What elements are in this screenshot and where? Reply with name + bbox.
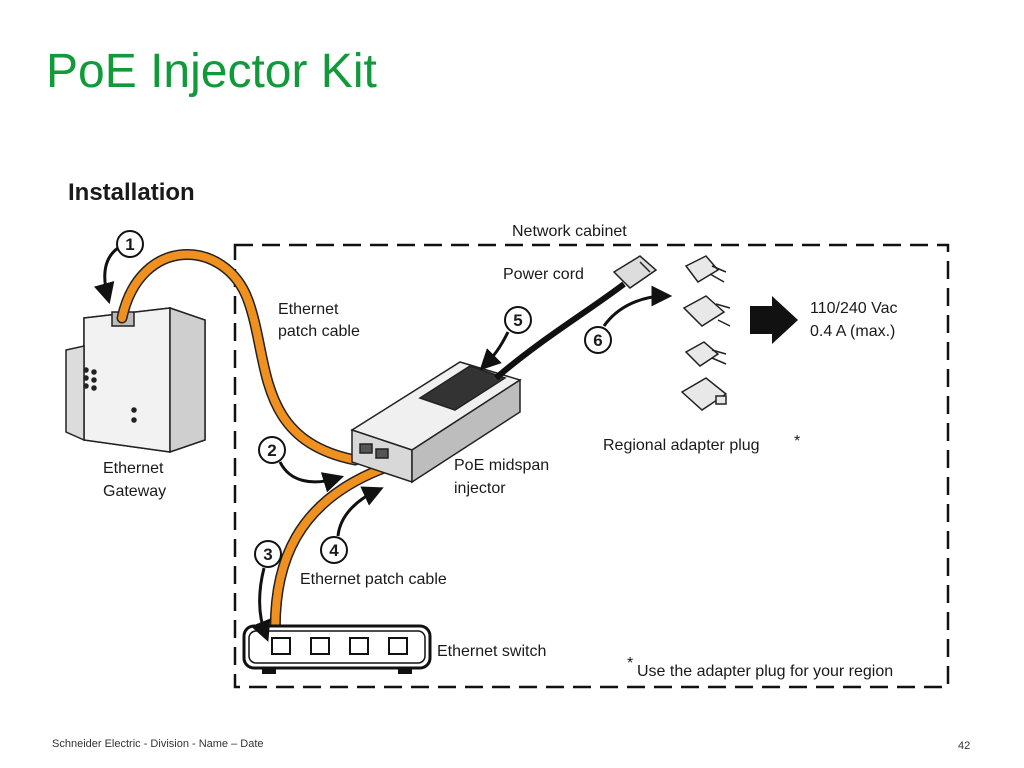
cable-top-label-line1: Ethernet xyxy=(278,301,339,318)
step-3-callout: 3 xyxy=(250,540,282,642)
network-cabinet-label: Network cabinet xyxy=(512,223,627,240)
regional-adapter-label: Regional adapter plug xyxy=(603,437,760,454)
step-6-callout: 6 xyxy=(584,285,673,354)
injector-label-line2: injector xyxy=(454,480,506,497)
footer-text: Schneider Electric - Division - Name – D… xyxy=(52,738,264,750)
cable-bottom-label: Ethernet patch cable xyxy=(300,571,447,588)
step-2-number: 2 xyxy=(267,441,276,460)
page-number: 42 xyxy=(958,740,971,752)
poe-injector-device xyxy=(350,361,522,484)
adapter-plug-uk xyxy=(680,377,728,411)
step-1-callout: 1 xyxy=(94,230,144,305)
adapter-plug-us xyxy=(684,341,727,367)
power-output-arrow xyxy=(750,296,798,344)
step-3-number: 3 xyxy=(263,545,272,564)
power-spec-line1: 110/240 Vac xyxy=(810,300,897,317)
power-cord-connector xyxy=(612,255,658,289)
network-cabinet-border xyxy=(233,243,950,689)
ethernet-gateway-device xyxy=(65,306,206,454)
footnote-asterisk: * xyxy=(627,655,633,672)
cable-top-label-line2: patch cable xyxy=(278,323,360,340)
step-1-number: 1 xyxy=(125,235,134,254)
step-5-number: 5 xyxy=(513,311,522,330)
power-cord-label: Power cord xyxy=(503,266,584,283)
step-2-callout: 2 xyxy=(258,436,345,493)
step-5-callout: 5 xyxy=(479,306,532,371)
ethernet-patch-cable-top-fill xyxy=(118,250,359,464)
step-4-number: 4 xyxy=(329,541,339,560)
regional-asterisk: * xyxy=(794,433,800,450)
ethernet-patch-cable-bottom-fill xyxy=(271,464,388,652)
ethernet-switch-device xyxy=(242,624,432,674)
step-4-callout: 4 xyxy=(320,486,384,564)
switch-label: Ethernet switch xyxy=(437,643,546,660)
slide-title: PoE Injector Kit xyxy=(46,45,377,98)
gateway-label-line2: Gateway xyxy=(103,483,166,500)
footnote-text: Use the adapter plug for your region xyxy=(637,663,893,680)
adapter-plug-eu xyxy=(684,255,727,283)
gateway-label-line1: Ethernet xyxy=(103,460,164,477)
diagram-heading: Installation xyxy=(68,179,195,206)
injector-label-line1: PoE midspan xyxy=(454,457,549,474)
power-cord xyxy=(494,281,626,381)
step-6-number: 6 xyxy=(593,331,602,350)
power-spec-line2: 0.4 A (max.) xyxy=(810,323,895,340)
adapter-plug-au xyxy=(682,295,731,327)
